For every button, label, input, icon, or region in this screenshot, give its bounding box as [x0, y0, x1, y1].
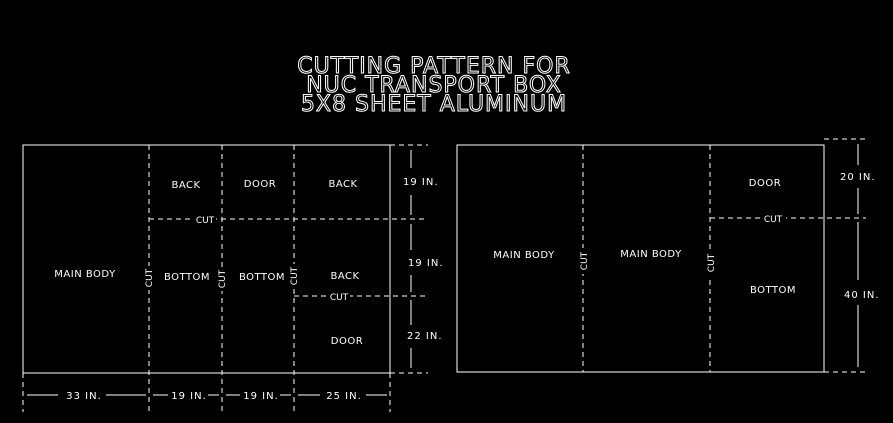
sheet-1-cut-v3-bg [289, 264, 299, 288]
sheet-1-dim-h2: 19 IN. [408, 258, 444, 269]
title-line-3: 5X8 SHEET ALUMINUM [301, 92, 567, 117]
sheet-2-door-label: DOOR [749, 178, 781, 189]
sheet-2-outline [456, 144, 825, 373]
sheet-1-cut-h1-bg [194, 214, 216, 224]
sheet-1-cut-h1-label: CUT [196, 216, 215, 226]
sheet-2-cut-v2-label: CUT [707, 253, 717, 272]
sheet-2-bottom-label: BOTTOM [750, 285, 796, 296]
sheet-1-cut-v1-bg [144, 266, 154, 290]
sheet-1: MAIN BODY BACK DOOR BACK BOTTOM BOTTOM B… [22, 144, 444, 412]
sheet-2-cut-v1-label: CUT [580, 251, 590, 270]
sheet-1-back-label-2: BACK [328, 179, 357, 190]
sheet-1-cut-h2-label: CUT [330, 293, 349, 303]
sheet-1-cut-v2-label: CUT [218, 269, 228, 288]
sheet-2-dim-h2: 40 IN. [844, 290, 880, 301]
sheet-1-dim-w2: 19 IN. [171, 391, 207, 402]
sheet-1-cut-h2-bg [328, 291, 350, 301]
sheet-2-main-body-label-2: MAIN BODY [620, 249, 682, 260]
sheet-1-dim-w4: 25 IN. [326, 391, 362, 402]
sheet-1-dim-w3: 19 IN. [243, 391, 279, 402]
sheet-2-cut-v1-bg [578, 248, 588, 274]
diagram-title: CUTTING PATTERN FOR NUC TRANSPORT BOX 5X… [297, 54, 571, 118]
sheet-1-door-label-1: DOOR [244, 179, 276, 190]
sheet-2-cut-h-bg [760, 213, 786, 223]
sheet-1-main-body-label: MAIN BODY [54, 269, 116, 280]
sheet-1-outline [22, 144, 391, 374]
sheet-1-dim-h1: 19 IN. [403, 177, 439, 188]
sheet-2: MAIN BODY MAIN BODY DOOR BOTTOM CUT CUT … [456, 138, 880, 373]
sheet-1-bottom-label-1: BOTTOM [164, 272, 210, 283]
title-line-1: CUTTING PATTERN FOR [297, 54, 571, 79]
title-line-2: NUC TRANSPORT BOX [306, 73, 562, 98]
sheet-1-bottom-label-2: BOTTOM [239, 272, 285, 283]
sheet-2-dim-h1: 20 IN. [840, 172, 876, 183]
sheet-1-dim-h3: 22 IN. [407, 331, 443, 342]
sheet-2-cut-v2-bg [705, 250, 715, 276]
sheet-1-cut-v2-bg [217, 267, 227, 291]
sheet-1-cut-v1-label: CUT [145, 268, 155, 287]
sheet-2-cut-h-label: CUT [764, 215, 783, 225]
sheet-2-main-body-label-1: MAIN BODY [493, 250, 555, 261]
sheet-1-back-label-3: BACK [330, 271, 359, 282]
sheet-1-back-label-1: BACK [171, 180, 200, 191]
sheet-1-dim-w1: 33 IN. [66, 391, 102, 402]
sheet-1-cut-v3-label: CUT [290, 266, 300, 285]
sheet-1-door-label-2: DOOR [331, 336, 363, 347]
